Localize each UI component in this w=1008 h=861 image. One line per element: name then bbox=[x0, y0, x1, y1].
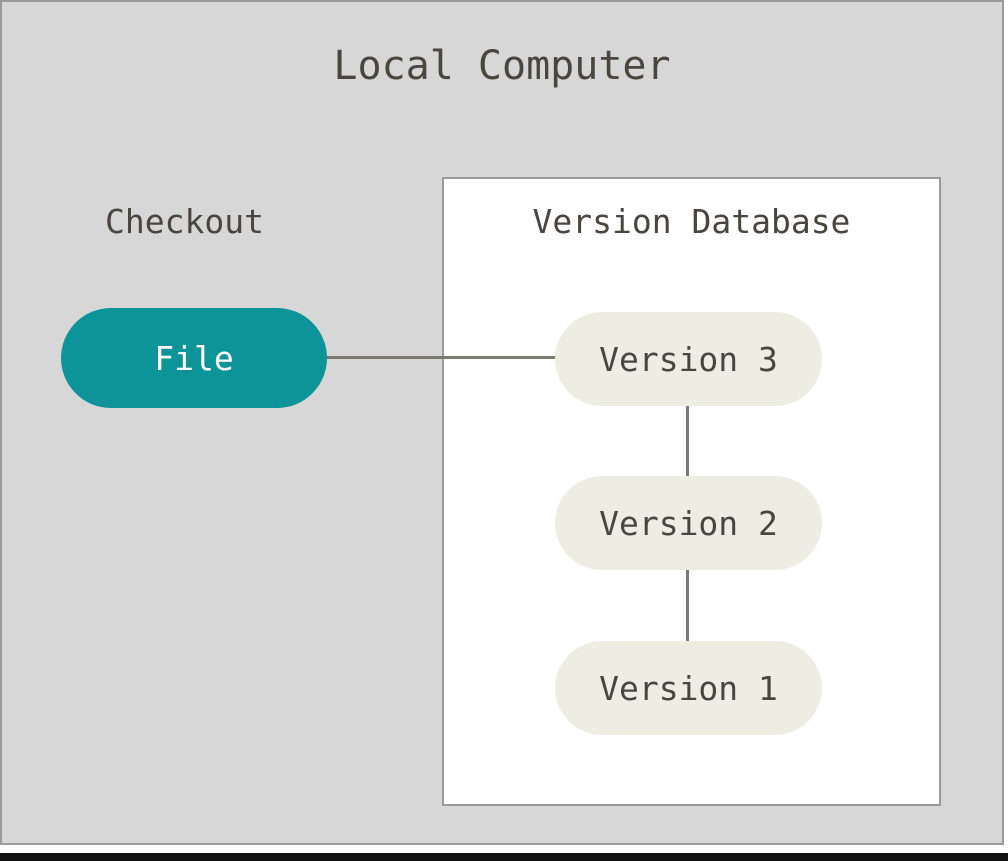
edge-version-2-to-version-1 bbox=[686, 568, 689, 643]
node-version-2[interactable]: Version 2 bbox=[555, 476, 822, 570]
node-version-1[interactable]: Version 1 bbox=[555, 641, 822, 735]
edge-file-to-version-3 bbox=[326, 356, 558, 359]
local-computer-title: Local Computer bbox=[333, 43, 671, 89]
checkout-label: Checkout bbox=[105, 202, 264, 241]
bottom-edge-strip bbox=[0, 853, 1008, 861]
node-file[interactable]: File bbox=[61, 308, 327, 408]
edge-version-3-to-version-2 bbox=[686, 404, 689, 478]
node-version-3[interactable]: Version 3 bbox=[555, 312, 822, 406]
version-database-title: Version Database bbox=[532, 202, 851, 241]
